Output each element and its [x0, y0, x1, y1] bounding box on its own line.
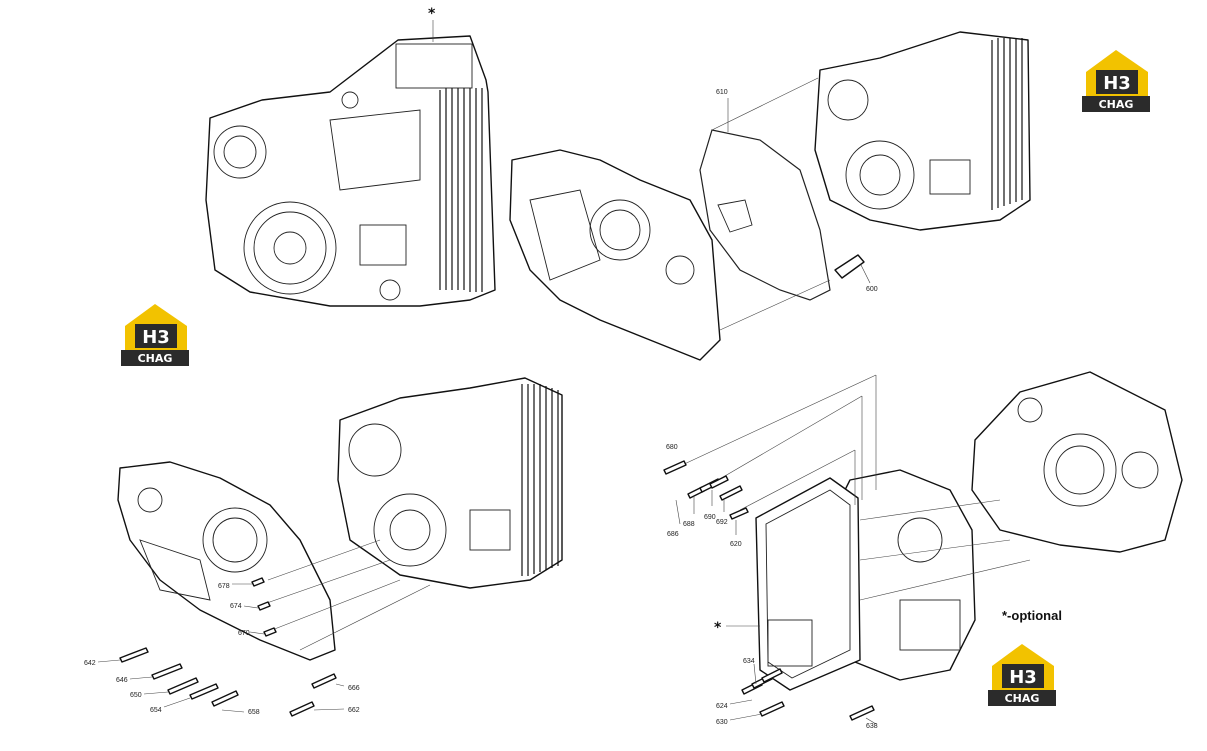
- label-678: 678: [218, 583, 230, 590]
- label-620: 620: [730, 541, 742, 548]
- brand-logo-mid-left: H3 CHAG: [121, 304, 189, 366]
- control-module: [755, 477, 861, 691]
- brand-logo-top-right: H3 CHAG: [1082, 50, 1150, 112]
- label-692: 692: [716, 519, 728, 526]
- optional-note: *-optional: [1002, 608, 1062, 623]
- brand-logo-bottom-right: H3 CHAG: [988, 644, 1056, 706]
- housing-cover-top: [509, 149, 721, 361]
- logo-word: CHAG: [138, 352, 173, 365]
- label-666: 666: [348, 685, 360, 692]
- label-624: 624: [716, 703, 728, 710]
- assembled-transmission: [205, 35, 496, 307]
- label-654: 654: [150, 707, 162, 714]
- label-688: 688: [683, 521, 695, 528]
- housing-cover-bottom-left: [117, 461, 336, 661]
- logo-word: CHAG: [1005, 692, 1040, 705]
- logo-mark: H3: [142, 327, 170, 348]
- optional-asterisk-top: *: [428, 6, 436, 22]
- dowel-pin-600: [834, 254, 865, 279]
- optional-asterisk-bottom: *: [714, 620, 722, 636]
- bolt-group-bottom-right: [663, 460, 875, 721]
- label-610: 610: [716, 89, 728, 96]
- housing-bottom-right: [971, 371, 1183, 553]
- gasket-610: [699, 129, 831, 301]
- logo-mark: H3: [1103, 73, 1131, 94]
- label-630: 630: [716, 719, 728, 726]
- bolt-group-bottom-left: [119, 577, 337, 717]
- label-634: 634: [743, 658, 755, 665]
- label-690: 690: [704, 514, 716, 521]
- label-662: 662: [348, 707, 360, 714]
- label-670: 670: [238, 630, 250, 637]
- label-638: 638: [866, 723, 878, 730]
- label-674: 674: [230, 603, 242, 610]
- label-650: 650: [130, 692, 142, 699]
- logo-word: CHAG: [1099, 98, 1134, 111]
- logo-mark: H3: [1009, 667, 1037, 688]
- label-658: 658: [248, 709, 260, 716]
- transmission-top-right: [814, 31, 1031, 231]
- label-600: 600: [866, 286, 878, 293]
- transmission-bottom-left: [337, 377, 563, 589]
- label-686: 686: [667, 531, 679, 538]
- label-680: 680: [666, 444, 678, 451]
- label-646: 646: [116, 677, 128, 684]
- label-642: 642: [84, 660, 96, 667]
